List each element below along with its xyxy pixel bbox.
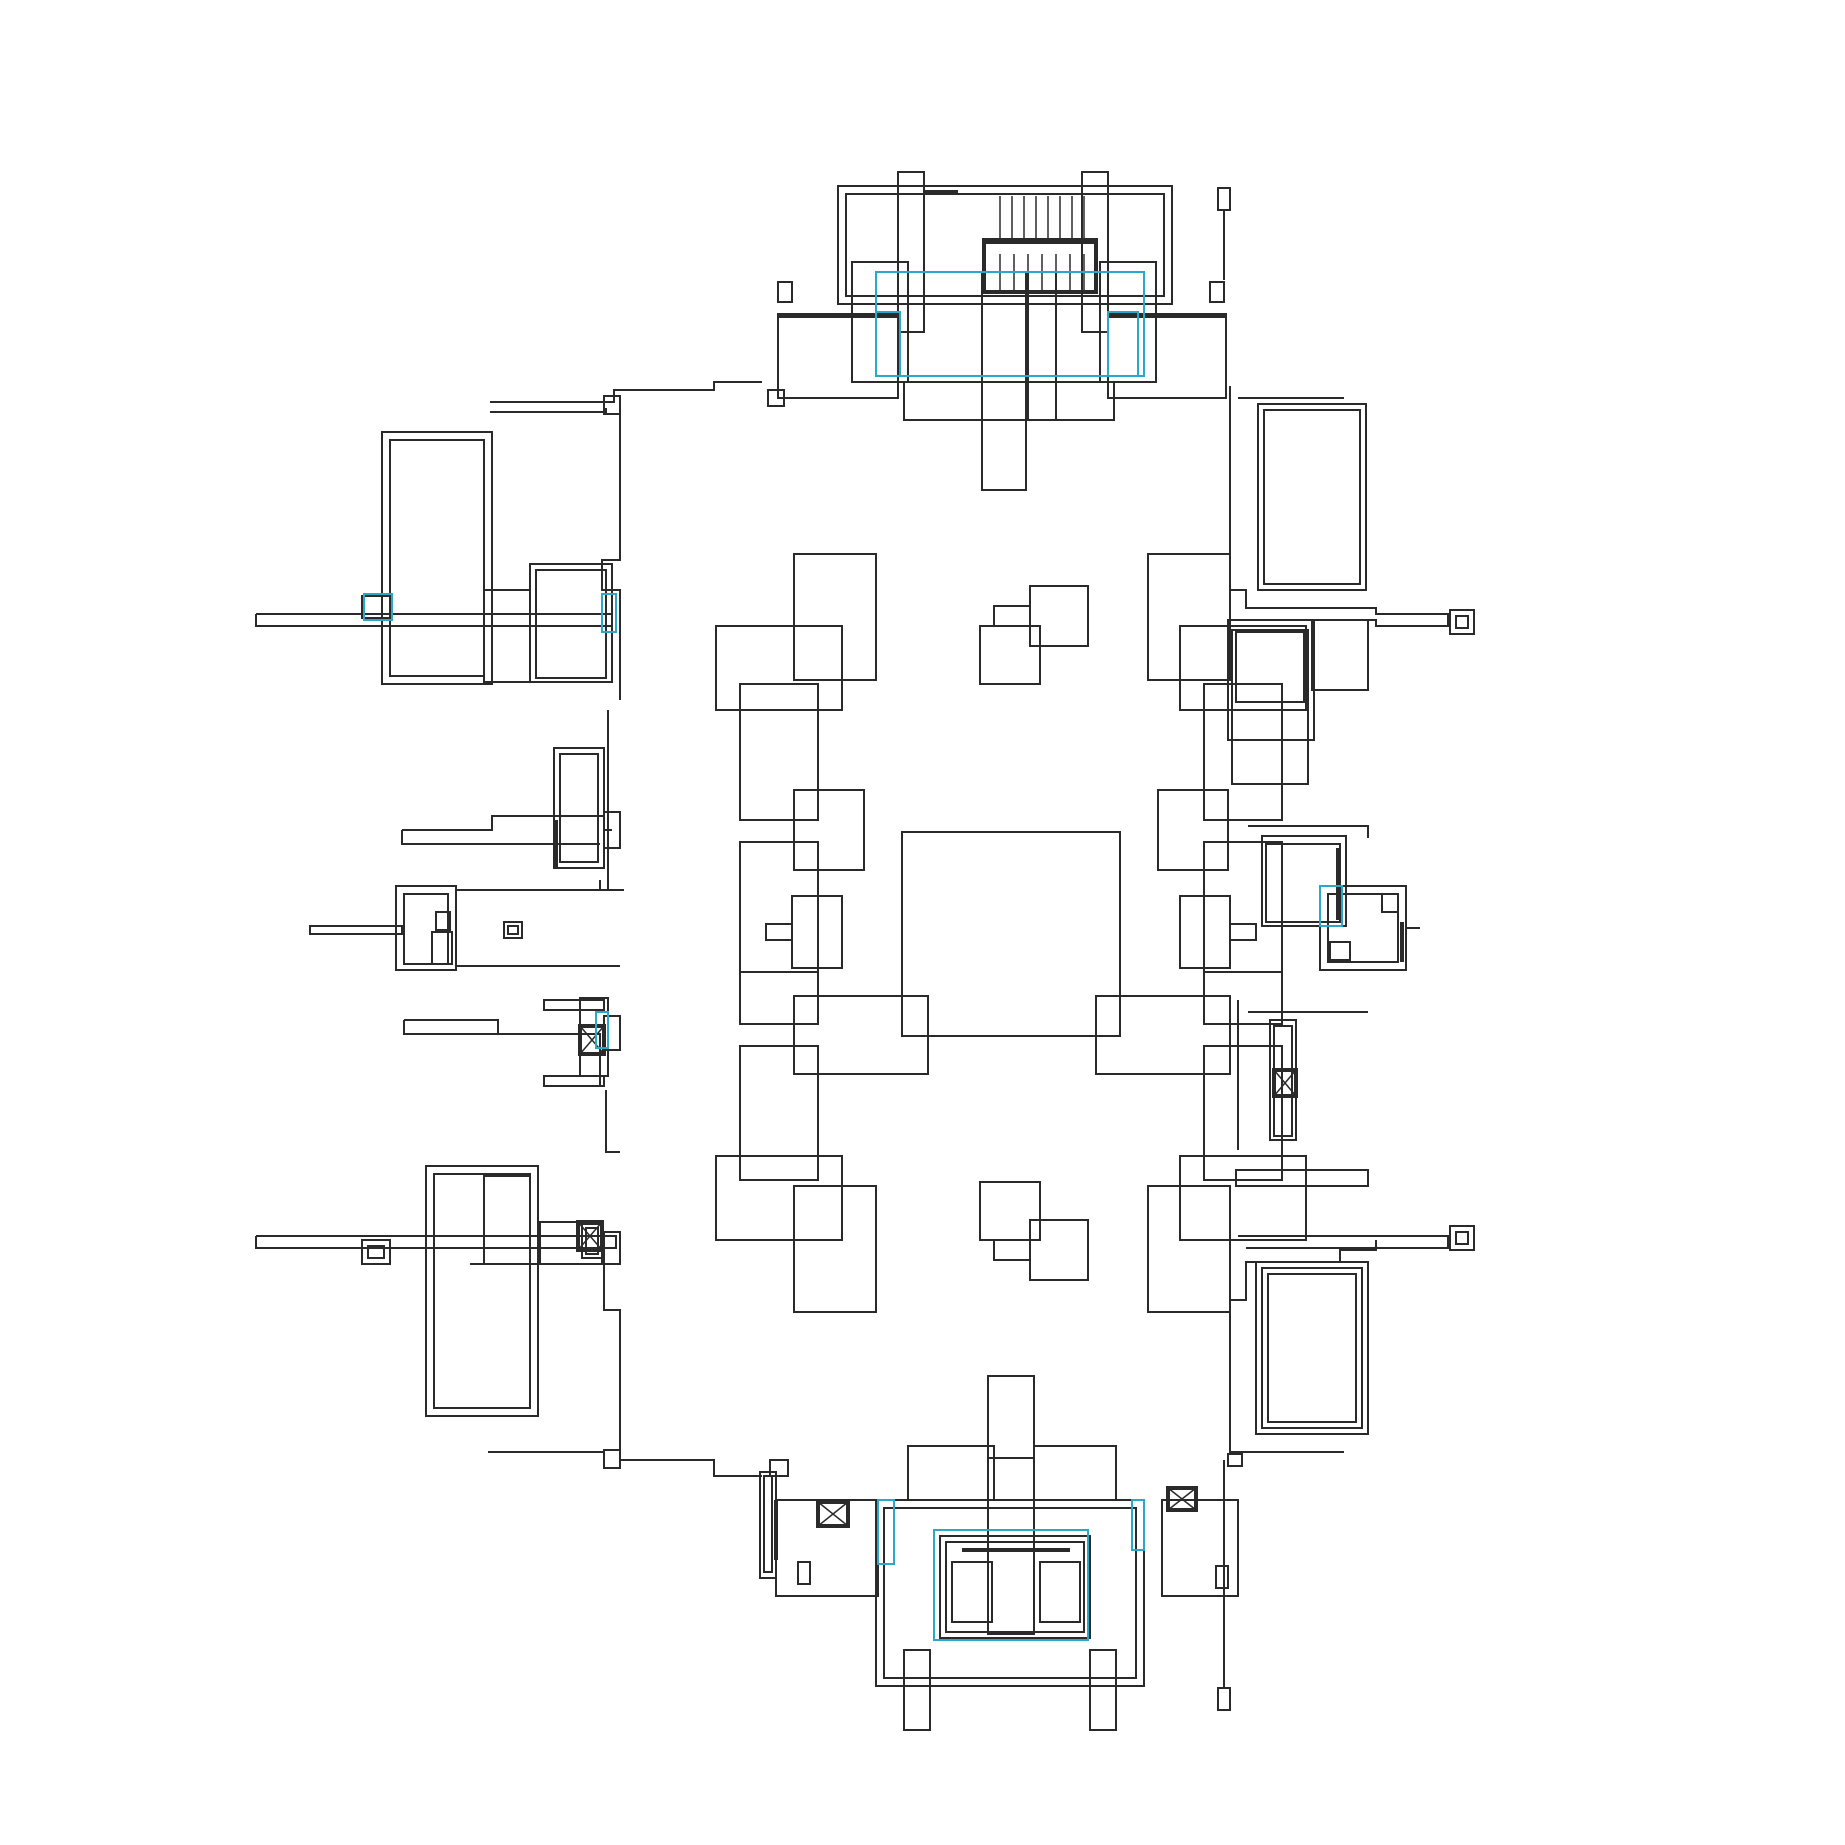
east-elevator-symbols: [1272, 1068, 1298, 1098]
south-accent-outlines: [877, 1499, 1145, 1641]
east-wing: [1227, 386, 1475, 1467]
east-accent-outlines: [1319, 885, 1343, 927]
south-elevator-symbols: [816, 1486, 1198, 1528]
central-hall: [715, 553, 1307, 1313]
west-wing: [255, 381, 778, 1579]
west-accent-outlines: [363, 593, 617, 1049]
north-staircase: [924, 190, 1098, 294]
south-wing: [769, 1375, 1239, 1731]
north-accent-outlines: [875, 271, 1145, 377]
north-wing: [767, 171, 1231, 491]
west-elevator-symbols: [576, 1024, 606, 1252]
